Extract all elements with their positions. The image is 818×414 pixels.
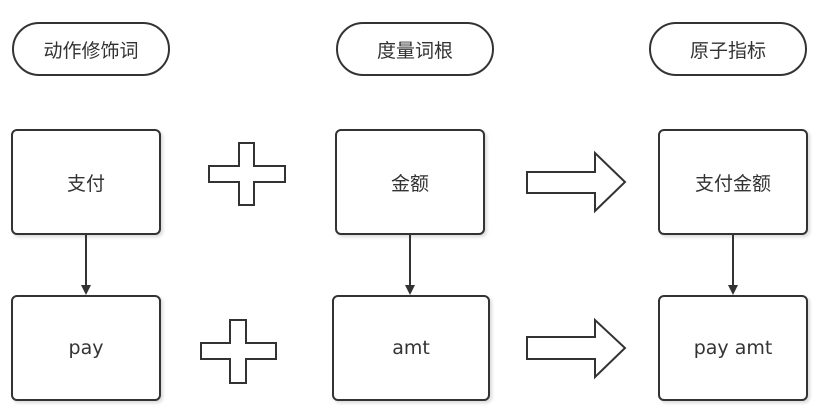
- header-measure-root: 度量词根: [336, 22, 494, 76]
- box-modifier-en: pay: [11, 295, 161, 401]
- box-result-en: pay amt: [658, 295, 808, 401]
- header-modifier: 动作修饰词: [12, 22, 170, 76]
- right-arrow-icon-row2: [526, 317, 627, 380]
- box-measure-cn: 金额: [335, 129, 485, 235]
- plus-icon-row2: [200, 319, 277, 384]
- box-measure-en: amt: [332, 295, 490, 401]
- box-result-cn: 支付金额: [658, 129, 808, 235]
- header-atomic-metric: 原子指标: [649, 22, 807, 76]
- plus-icon-row1: [208, 142, 286, 206]
- right-arrow-icon-row1: [526, 150, 627, 214]
- box-modifier-cn: 支付: [11, 129, 161, 235]
